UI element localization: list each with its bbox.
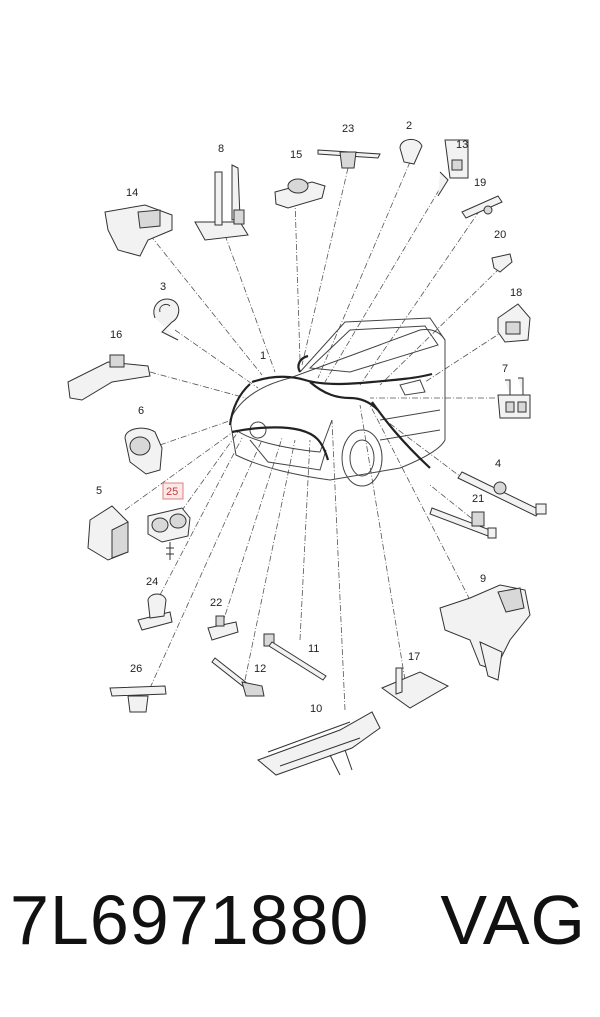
wiring-harness bbox=[228, 354, 433, 469]
callout-label-3: 3 bbox=[160, 281, 166, 293]
part-2-cable-strap: 2 bbox=[399, 120, 423, 165]
part-23-edge-clip: 23 bbox=[317, 123, 381, 169]
callout-label-14: 14 bbox=[126, 187, 138, 199]
callout-label-9: 9 bbox=[480, 573, 486, 585]
callout-label-25: 25 bbox=[166, 486, 178, 498]
part-3-spring-clip: 3 bbox=[153, 281, 180, 341]
callout-label-2: 2 bbox=[406, 120, 412, 132]
callout-label-18: 18 bbox=[510, 287, 522, 299]
part-7-bracket: 7 bbox=[497, 363, 531, 419]
callout-label-8: 8 bbox=[218, 143, 224, 155]
part-24-clip-base: 24 bbox=[137, 576, 173, 631]
part-4-cable-tie: 4 bbox=[457, 458, 547, 517]
part-13-holder: 13 bbox=[437, 139, 469, 197]
callout-label-4: 4 bbox=[495, 458, 501, 470]
callout-label-20: 20 bbox=[494, 229, 506, 241]
part-11-cable-tie: 11 bbox=[263, 633, 327, 681]
callout-label-10: 10 bbox=[310, 703, 322, 715]
part-19-adhesive-strip: 19 bbox=[461, 177, 503, 219]
part-12-cable-tie-clip: 12 bbox=[211, 657, 266, 697]
vehicle-outline bbox=[229, 317, 446, 487]
part-6-clamp: 6 bbox=[124, 405, 163, 475]
part-17-mounting-plate: 17 bbox=[380, 651, 450, 709]
part-5-connector-holder: 5 bbox=[87, 485, 129, 561]
callout-label-15: 15 bbox=[290, 149, 302, 161]
callout-label-17: 17 bbox=[408, 651, 420, 663]
part-8-mounting-bracket: 8 bbox=[194, 143, 249, 241]
part-21-cable-tie-mount: 21 bbox=[429, 493, 497, 539]
callout-label-11: 11 bbox=[308, 643, 319, 655]
part-16-support-bracket: 16 bbox=[67, 329, 151, 401]
part-9-harness-support: 9 bbox=[439, 573, 531, 681]
callout-label-13: 13 bbox=[456, 139, 468, 151]
part-10-cable-channel: 10 bbox=[257, 703, 381, 776]
callout-label-12: 12 bbox=[254, 663, 266, 675]
callout-label-19: 19 bbox=[474, 177, 486, 189]
callout-label-5: 5 bbox=[96, 485, 102, 497]
part-20-small-clip: 20 bbox=[491, 229, 513, 273]
part-number: 7L6971880 bbox=[10, 881, 370, 959]
callout-label-23: 23 bbox=[342, 123, 354, 135]
highlight-box bbox=[162, 482, 184, 500]
callout-label-7: 7 bbox=[502, 363, 508, 375]
callout-label-16: 16 bbox=[110, 329, 122, 341]
part-22-clip: 22 bbox=[207, 597, 239, 641]
leader-lines bbox=[124, 161, 506, 711]
callout-label-1: 1 bbox=[260, 350, 266, 362]
parts-diagram: 1 2 3 4 5 6 7 bbox=[67, 120, 547, 776]
part-25-connector-holder[interactable]: 25 bbox=[147, 482, 191, 560]
part-15-holder: 15 bbox=[274, 149, 326, 209]
callout-label-6: 6 bbox=[138, 405, 144, 417]
part-26-plate-clip: 26 bbox=[109, 663, 167, 713]
part-14-relay-holder: 14 bbox=[104, 187, 173, 257]
footer: 7L6971880 VAG bbox=[0, 880, 600, 990]
callout-label-24: 24 bbox=[146, 576, 158, 588]
callout-label-26: 26 bbox=[130, 663, 142, 675]
callout-label-21: 21 bbox=[472, 493, 484, 505]
part-18-connector-housing: 18 bbox=[497, 287, 531, 343]
callout-1: 1 bbox=[260, 350, 266, 362]
callout-label-22: 22 bbox=[210, 597, 222, 609]
brand-label: VAG bbox=[440, 881, 586, 959]
